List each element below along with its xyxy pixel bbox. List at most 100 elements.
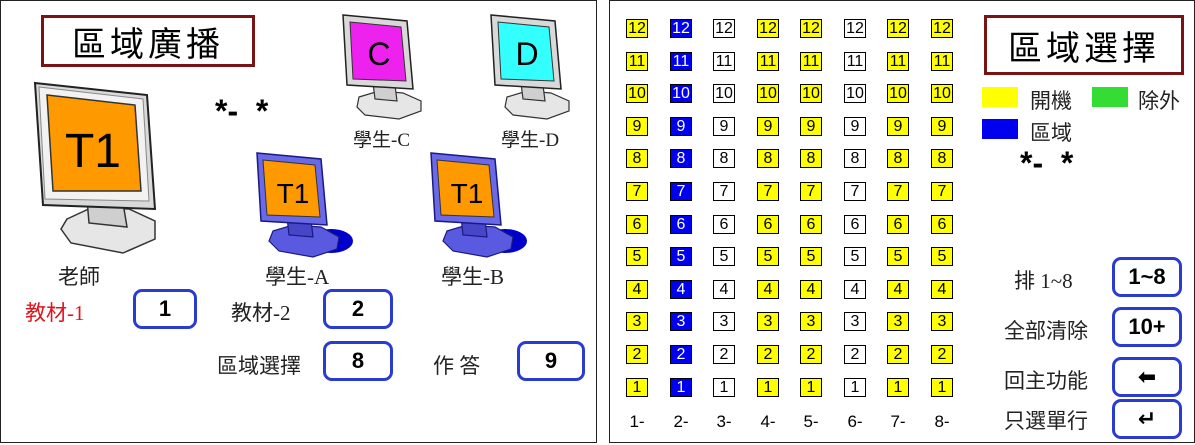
station-cell[interactable]: 5	[713, 247, 735, 266]
station-cell[interactable]: 5	[757, 247, 779, 266]
station-cell[interactable]: 8	[800, 149, 822, 168]
station-cell[interactable]: 8	[626, 149, 648, 168]
station-cell[interactable]: 2	[713, 345, 735, 364]
station-cell[interactable]: 2	[931, 345, 953, 364]
student-a-monitor-icon[interactable]: T1	[253, 151, 357, 259]
station-cell[interactable]: 12	[887, 19, 909, 38]
student-b-monitor-icon[interactable]: T1	[427, 151, 531, 259]
station-cell[interactable]: 6	[626, 215, 648, 234]
station-cell[interactable]: 2	[670, 345, 692, 364]
answer-button[interactable]: 9	[517, 341, 585, 381]
station-cell[interactable]: 1	[757, 378, 779, 397]
station-cell[interactable]: 10	[844, 84, 866, 103]
station-cell[interactable]: 12	[670, 19, 692, 38]
station-cell[interactable]: 1	[887, 378, 909, 397]
station-cell[interactable]: 9	[713, 117, 735, 136]
station-cell[interactable]: 8	[713, 149, 735, 168]
student-d-monitor-icon[interactable]: D	[489, 13, 575, 121]
station-cell[interactable]: 9	[844, 117, 866, 136]
station-cell[interactable]: 1	[800, 378, 822, 397]
station-cell[interactable]: 6	[713, 215, 735, 234]
station-cell[interactable]: 4	[800, 280, 822, 299]
station-cell[interactable]: 4	[931, 280, 953, 299]
station-cell[interactable]: 11	[626, 52, 648, 71]
station-cell[interactable]: 4	[844, 280, 866, 299]
station-cell[interactable]: 1	[931, 378, 953, 397]
station-cell[interactable]: 8	[844, 149, 866, 168]
station-cell[interactable]: 11	[757, 52, 779, 71]
material-1-button[interactable]: 1	[133, 289, 197, 329]
station-cell[interactable]: 6	[844, 215, 866, 234]
station-cell[interactable]: 6	[931, 215, 953, 234]
station-cell[interactable]: 5	[931, 247, 953, 266]
station-cell[interactable]: 4	[670, 280, 692, 299]
station-cell[interactable]: 12	[844, 19, 866, 38]
sort-button[interactable]: 1~8	[1112, 257, 1182, 297]
station-cell[interactable]: 2	[757, 345, 779, 364]
station-cell[interactable]: 1	[626, 378, 648, 397]
station-cell[interactable]: 7	[670, 182, 692, 201]
station-cell[interactable]: 11	[844, 52, 866, 71]
station-cell[interactable]: 7	[626, 182, 648, 201]
station-cell[interactable]: 4	[626, 280, 648, 299]
station-cell[interactable]: 9	[800, 117, 822, 136]
station-cell[interactable]: 3	[757, 312, 779, 331]
station-cell[interactable]: 10	[670, 84, 692, 103]
station-cell[interactable]: 8	[757, 149, 779, 168]
station-cell[interactable]: 5	[626, 247, 648, 266]
station-cell[interactable]: 12	[626, 19, 648, 38]
station-cell[interactable]: 7	[713, 182, 735, 201]
station-cell[interactable]: 9	[887, 117, 909, 136]
station-cell[interactable]: 6	[670, 215, 692, 234]
clear-all-button[interactable]: 10+	[1112, 307, 1182, 347]
station-cell[interactable]: 11	[670, 52, 692, 71]
enter-icon[interactable]: ↵	[1112, 399, 1182, 439]
station-cell[interactable]: 7	[887, 182, 909, 201]
station-cell[interactable]: 11	[931, 52, 953, 71]
teacher-monitor-icon[interactable]: T1	[31, 81, 177, 259]
student-c-monitor-icon[interactable]: C	[341, 13, 427, 121]
station-cell[interactable]: 9	[670, 117, 692, 136]
station-cell[interactable]: 12	[931, 19, 953, 38]
station-cell[interactable]: 2	[626, 345, 648, 364]
station-cell[interactable]: 6	[800, 215, 822, 234]
station-cell[interactable]: 7	[757, 182, 779, 201]
station-cell[interactable]: 10	[626, 84, 648, 103]
station-cell[interactable]: 11	[713, 52, 735, 71]
station-cell[interactable]: 2	[800, 345, 822, 364]
station-cell[interactable]: 8	[887, 149, 909, 168]
station-cell[interactable]: 5	[844, 247, 866, 266]
station-cell[interactable]: 12	[713, 19, 735, 38]
station-cell[interactable]: 8	[931, 149, 953, 168]
station-cell[interactable]: 3	[800, 312, 822, 331]
back-arrow-icon[interactable]: ⬅	[1112, 357, 1182, 397]
station-cell[interactable]: 8	[670, 149, 692, 168]
station-cell[interactable]: 2	[887, 345, 909, 364]
station-cell[interactable]: 2	[844, 345, 866, 364]
station-cell[interactable]: 3	[670, 312, 692, 331]
station-cell[interactable]: 10	[713, 84, 735, 103]
station-cell[interactable]: 9	[626, 117, 648, 136]
station-cell[interactable]: 10	[931, 84, 953, 103]
station-cell[interactable]: 11	[800, 52, 822, 71]
station-cell[interactable]: 6	[757, 215, 779, 234]
station-cell[interactable]: 12	[757, 19, 779, 38]
station-cell[interactable]: 11	[887, 52, 909, 71]
station-cell[interactable]: 4	[713, 280, 735, 299]
station-cell[interactable]: 4	[887, 280, 909, 299]
station-cell[interactable]: 10	[887, 84, 909, 103]
station-cell[interactable]: 1	[844, 378, 866, 397]
station-cell[interactable]: 9	[757, 117, 779, 136]
station-cell[interactable]: 9	[931, 117, 953, 136]
station-cell[interactable]: 3	[626, 312, 648, 331]
station-cell[interactable]: 4	[757, 280, 779, 299]
station-cell[interactable]: 5	[887, 247, 909, 266]
station-cell[interactable]: 6	[887, 215, 909, 234]
station-cell[interactable]: 3	[887, 312, 909, 331]
zone-select-button[interactable]: 8	[323, 341, 393, 381]
station-cell[interactable]: 3	[844, 312, 866, 331]
station-cell[interactable]: 10	[757, 84, 779, 103]
station-cell[interactable]: 1	[670, 378, 692, 397]
station-cell[interactable]: 7	[844, 182, 866, 201]
station-cell[interactable]: 1	[713, 378, 735, 397]
